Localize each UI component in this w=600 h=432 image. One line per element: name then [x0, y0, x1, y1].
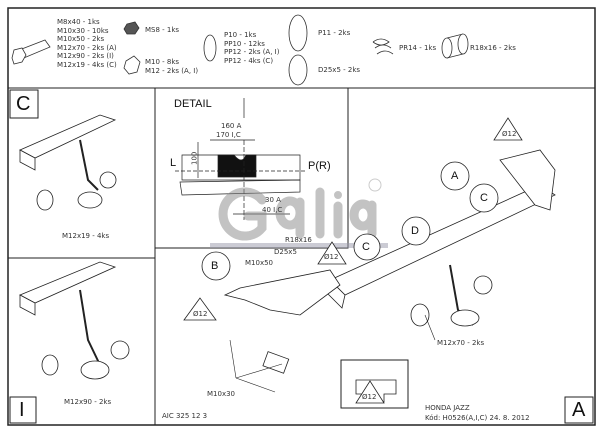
view-letter-c: C — [16, 93, 31, 115]
part-callout: M10x50 — [245, 259, 273, 267]
hole-size-label: Ø12 — [502, 130, 517, 138]
part-label: MS8 - 1ks — [145, 26, 180, 34]
dimension-label: 30 A — [265, 196, 281, 204]
a-label-box — [564, 396, 594, 424]
part-callout: M10x30 — [207, 390, 235, 398]
beam-icon — [19, 114, 117, 159]
circle-label-b: B — [211, 260, 219, 272]
drill-box — [340, 359, 409, 409]
view-letter-i: I — [19, 399, 25, 421]
dimension-label: 160 A — [221, 122, 242, 130]
spring-icon — [372, 38, 394, 55]
circle-label-d: D — [411, 225, 419, 237]
galia-watermark-logo — [210, 178, 388, 248]
part-label: PP12 - 2ks (A, I) — [224, 48, 280, 57]
part-label: M8x40 - 1ks — [57, 18, 100, 26]
circle-label-a: A — [451, 170, 459, 182]
washer-d25-icon — [288, 54, 308, 86]
bolt-list: M8x40 - 1ks M10x30 - 10ks M10x50 - 2ks M… — [57, 18, 117, 70]
vehicle-label: HONDA JAZZ — [425, 404, 470, 412]
circle-label-c: C — [480, 192, 488, 204]
part-label: R18x16 - 2ks — [470, 44, 516, 52]
part-callout: R18x16 — [285, 236, 312, 244]
part-label: M12x90 - 2ks (I) — [57, 52, 114, 61]
dimension-label: 170 I,C — [216, 131, 241, 139]
dimension-label: 100 — [190, 151, 199, 165]
nut-list: M10 - 8ks M12 - 2ks (A, I) — [145, 58, 198, 75]
dimension-label: 40 I,C — [262, 206, 283, 214]
part-label: M12x70 - 2ks (A) — [57, 43, 117, 52]
part-label: P10 - 1ks — [224, 31, 257, 39]
washer-icon — [203, 34, 217, 62]
washer-list: P10 - 1ks PP10 - 12ks PP12 - 2ks (A, I) … — [224, 31, 279, 65]
part-label: M12 - 2ks (A, I) — [145, 66, 199, 75]
part-callout: D25x5 — [274, 248, 297, 256]
outer-frame — [7, 7, 596, 426]
c-label-box — [9, 89, 39, 119]
triangle-icon — [493, 117, 523, 141]
part-label: M10x30 - 10ks — [57, 26, 109, 35]
hole-size-label: Ø12 — [362, 393, 377, 401]
left-side-label: L — [170, 157, 177, 169]
hole-size-label: Ø12 — [324, 253, 339, 261]
tow-ball-icon — [99, 171, 117, 189]
part-label: M10x50 - 2ks — [57, 35, 105, 44]
nut-icon — [123, 21, 140, 35]
part-callout: M12x70 - 2ks — [437, 339, 485, 347]
i-label-box — [9, 396, 37, 424]
nut-icon — [123, 55, 141, 75]
part-label: M12x19 - 4ks (C) — [57, 60, 117, 69]
washer-large-icon — [288, 14, 308, 52]
part-label: PP12 - 4ks (C) — [224, 56, 274, 65]
product-code: Kód: H0526(A,I,C) 24. 8. 2012 — [425, 414, 530, 422]
circle-label-c: C — [362, 241, 370, 253]
triangle-icon — [355, 380, 385, 404]
hole-size-label: Ø12 — [193, 310, 208, 318]
part-label: D25x5 - 2ks — [318, 66, 361, 74]
drawing-code: AIC 325 12 3 — [162, 412, 208, 420]
part-label: M10 - 8ks — [145, 58, 180, 66]
callout-label: M12x90 - 2ks — [64, 398, 112, 406]
detail-title: DETAIL — [174, 98, 212, 110]
part-label: PP10 - 12ks — [224, 39, 265, 48]
part-label: PR14 - 1ks — [399, 44, 437, 52]
callout-label: M12x19 - 4ks — [62, 232, 110, 240]
part-label: P11 - 2ks — [318, 29, 351, 37]
triangle-icon — [317, 241, 347, 265]
triangle-icon — [183, 297, 217, 321]
tow-ball-icon — [473, 275, 493, 295]
sleeve-icon — [441, 37, 453, 59]
right-side-label: P(R) — [308, 160, 331, 172]
view-letter-a: A — [572, 399, 586, 421]
